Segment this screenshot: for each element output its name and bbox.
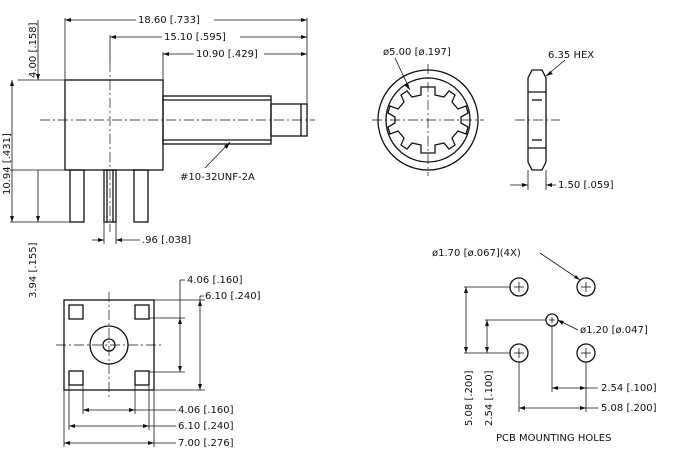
hex-label: 6.35 HEX [548,50,594,61]
dim-vert-half: 2.54 [.100] [484,370,495,426]
washer-view: ø5.00 [ø.197] [372,47,484,176]
side-view: 18.60 [.733] 15.10 [.595] 10.90 [.429] 4… [2,15,315,298]
dim-post-span-h2: 6.10 [.240] [178,421,234,432]
dim-thread-to-body: 15.10 [.595] [164,32,226,43]
dim-ground-hole: ø1.70 [ø.067](4X) [432,248,521,259]
dim-post-span-v1: 4.06 [.160] [187,275,243,286]
nut-view: 6.35 HEX 1.50 [.059] [510,50,614,191]
post-top-left [68,304,84,320]
dim-post-span-v2: 6.10 [.240] [205,291,261,302]
washer-teeth [387,86,469,154]
ground-post-left [69,169,85,223]
connector-body [64,79,164,171]
pcb-layout: ø1.70 [ø.067](4X) ø1.20 [ø.047] 5.08 [.2… [432,248,657,444]
ground-post-right [133,169,149,223]
dim-center-hole: ø1.20 [ø.047] [580,325,648,336]
dim-horiz-span: 5.08 [.200] [601,403,657,414]
dim-post-span-h1: 4.06 [.160] [178,405,234,416]
dim-vert-span: 5.08 [.200] [464,370,475,426]
bottom-view: 4.06 [.160] 6.10 [.240] 4.06 [.160] 6.10… [56,275,261,449]
ground-hole-top-right [576,277,596,297]
dim-top-to-center: 4.00 [.158] [28,22,39,78]
dim-body-height: 10.94 [.431] [2,133,13,195]
dim-washer-id: ø5.00 [ø.197] [383,47,451,58]
post-bottom-right [134,370,150,386]
center-pin [103,169,117,223]
dim-pin-diameter: .96 [.038] [142,235,191,246]
dim-nut-thickness: 1.50 [.059] [558,180,614,191]
thread-spec: #10-32UNF-2A [180,172,255,183]
dim-pin-length: 3.94 [.155] [28,242,39,298]
hex-nut [527,69,547,171]
dim-body-width: 7.00 [.276] [178,438,234,449]
post-top-right [134,304,150,320]
dim-horiz-half: 2.54 [.100] [601,383,657,394]
dim-overall-length: 18.60 [.733] [138,15,200,26]
dim-thread-length: 10.90 [.429] [196,49,258,60]
post-bottom-left [68,370,84,386]
pcb-caption: PCB MOUNTING HOLES [496,433,611,444]
